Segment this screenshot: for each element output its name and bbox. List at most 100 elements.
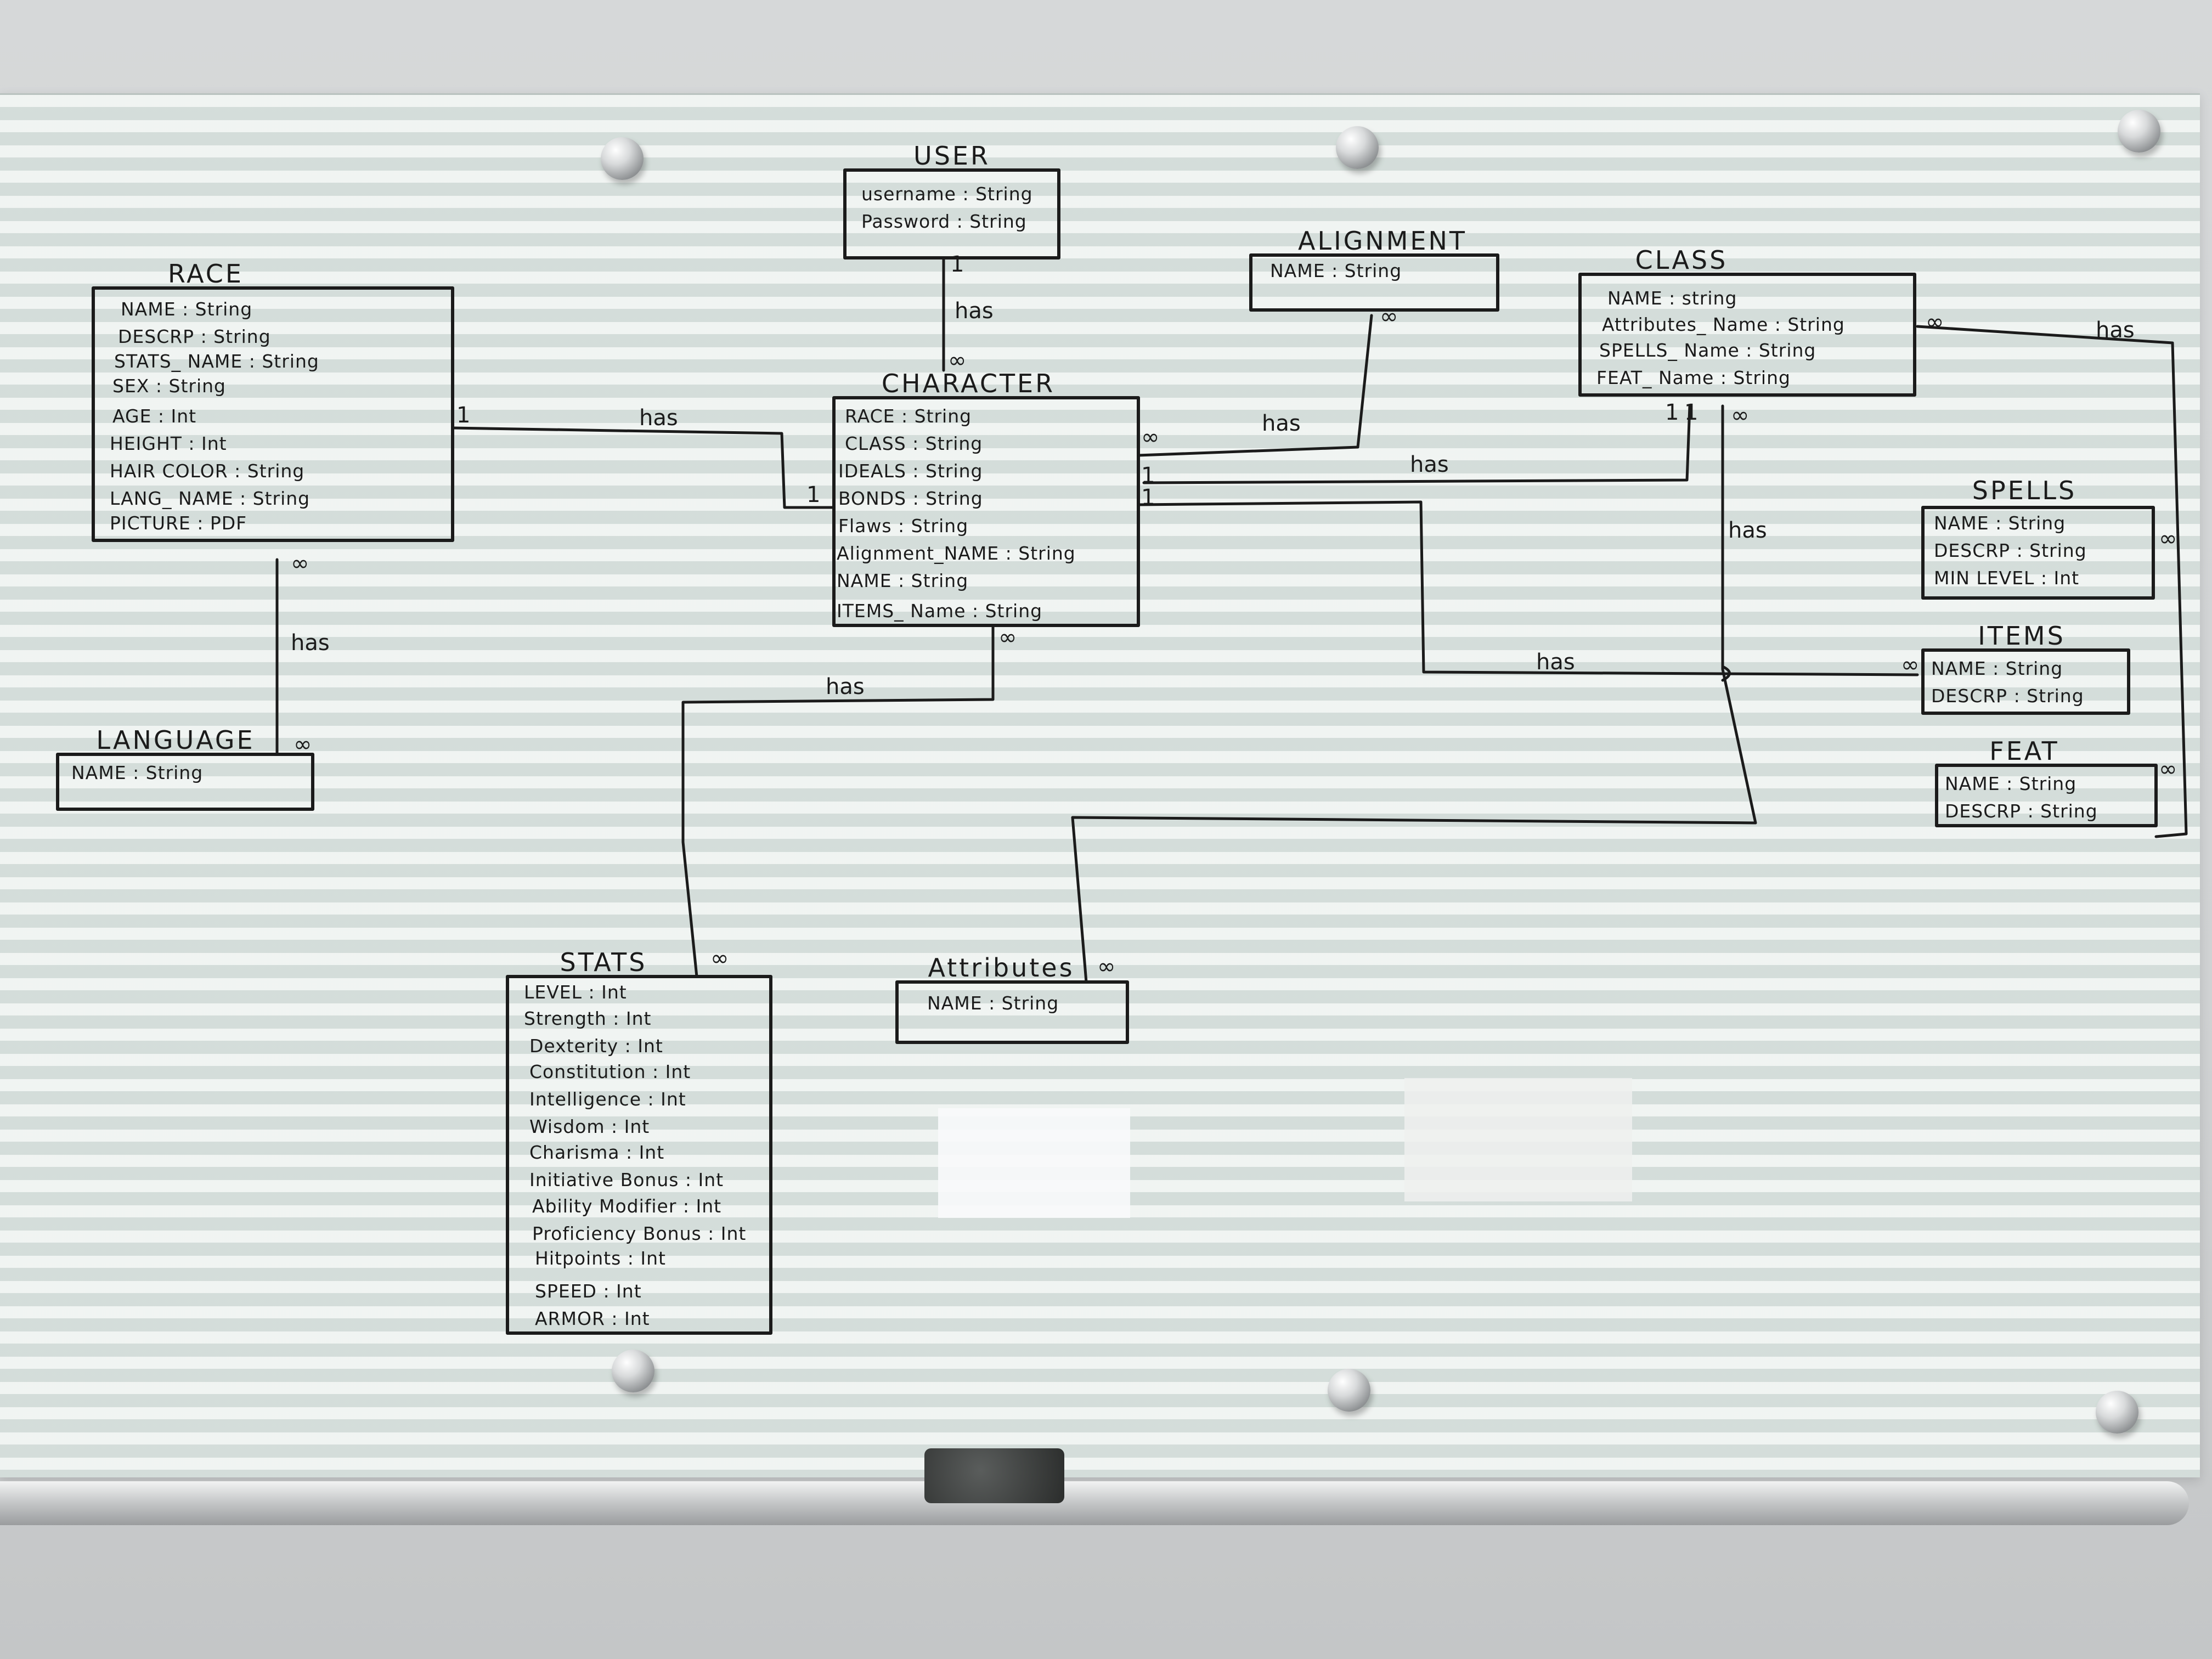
class-character-line [1142,404,1691,484]
cardinality-many: ∞ [1901,652,1919,678]
character-field: NAME : String [837,570,968,591]
race-title: RACE [168,259,244,289]
race-character-line [451,426,836,509]
alignment-box [1249,253,1499,312]
marker-tray [0,1481,2189,1525]
cardinality-one: 1 [806,482,820,507]
user-title: USER [913,141,990,171]
glass-whiteboard [0,93,2200,1477]
standoff-bolt [1336,126,1379,169]
feat-box [1935,764,2158,827]
eraser [924,1448,1064,1503]
character-box [832,396,1140,627]
stats-title: STATS [560,947,647,977]
cardinality-one: 1 [1141,463,1155,488]
has-label: has [1262,411,1301,436]
cardinality-one: 1 [456,403,470,428]
class-title: CLASS [1635,245,1728,275]
class-box [1578,273,1916,397]
race-field: SEX : String [112,375,226,397]
character-title: CHARACTER [882,369,1055,398]
standoff-bolt [601,137,644,180]
character-field: Alignment_NAME : String [837,543,1076,564]
items-crossover-hop [1721,665,1731,682]
cardinality-one: 1 [1665,400,1679,425]
class-field: SPELLS_ Name : String [1599,340,1816,361]
cardinality-many: ∞ [1380,304,1398,329]
has-label: has [291,630,330,656]
feat-field: DESCRP : String [1945,800,2098,822]
cardinality-one: 1 [1141,485,1155,510]
race-field: DESCRP : String [118,326,271,347]
race-field: PICTURE : PDF [110,512,247,534]
character-field: Flaws : String [838,515,968,537]
alignment-character-line [1137,314,1373,457]
character-field: ITEMS_ Name : String [837,600,1042,622]
stats-box [506,975,772,1335]
spells-field: NAME : String [1934,512,2066,534]
cardinality-many: ∞ [998,625,1017,650]
stats-field: Constitution : Int [529,1061,691,1082]
items-box [1921,648,2130,715]
cardinality-many: ∞ [1097,954,1115,979]
race-field: STATS_ NAME : String [114,351,319,372]
attributes-title: Attributes [928,953,1074,983]
stats-field: Dexterity : Int [529,1035,663,1057]
language-title: LANGUAGE [96,725,255,755]
cardinality-many: ∞ [710,946,729,971]
cardinality-many: ∞ [2159,526,2177,551]
language-box [56,753,314,811]
character-field: CLASS : String [845,433,983,454]
user-field: Password : String [861,211,1027,232]
has-label: has [2096,318,2135,343]
cardinality-many: ∞ [2159,757,2177,782]
stats-field: Proficiency Bonus : Int [532,1223,746,1244]
stats-field: Intelligence : Int [529,1088,686,1110]
items-field: NAME : String [1931,658,2063,679]
has-label: has [826,674,865,699]
cardinality-many: ∞ [1926,309,1944,335]
feat-field: NAME : String [1945,773,2076,794]
monitor-reflection [1404,1078,1632,1201]
cardinality-many: ∞ [294,732,312,757]
cardinality-one: 1 [1684,400,1698,425]
character-field: RACE : String [845,405,972,427]
alignment-title: ALIGNMENT [1298,226,1467,256]
feat-title: FEAT [1989,736,2059,766]
standoff-bolt [612,1350,654,1392]
items-title: ITEMS [1978,621,2066,651]
stats-field: Wisdom : Int [529,1116,650,1137]
character-items-line [1137,500,1919,676]
has-label: has [1536,650,1575,675]
user-box [843,168,1060,259]
class-field: NAME : string [1607,287,1737,309]
attributes-box [895,980,1129,1044]
race-box [92,286,454,542]
language-field: NAME : String [71,762,203,783]
spells-field: DESCRP : String [1934,540,2087,561]
race-field: AGE : Int [112,405,196,427]
stats-field: ARMOR : Int [535,1308,650,1329]
stats-field: Hitpoints : Int [535,1248,666,1269]
stats-field: Charisma : Int [529,1142,664,1163]
cardinality-many: ∞ [291,551,309,576]
race-field: HEIGHT : Int [110,433,227,454]
spells-field: MIN LEVEL : Int [1934,567,2079,589]
class-field: Attributes_ Name : String [1602,314,1845,335]
has-label: has [639,405,678,431]
cardinality-many: ∞ [1731,403,1749,428]
cardinality-many: ∞ [1141,425,1159,450]
class-field: FEAT_ Name : String [1596,367,1791,388]
alignment-field: NAME : String [1270,260,1402,281]
stats-field: Ability Modifier : Int [532,1195,721,1217]
attributes-field: NAME : String [927,992,1059,1014]
has-label: has [1728,518,1767,543]
stats-field: SPEED : Int [535,1280,642,1302]
cardinality-many: ∞ [948,348,966,373]
character-stats-line [681,624,995,978]
user-field: username : String [861,183,1033,205]
laptop-reflection [938,1108,1130,1218]
class-spells-line [1916,325,2188,838]
has-label: has [955,298,994,324]
